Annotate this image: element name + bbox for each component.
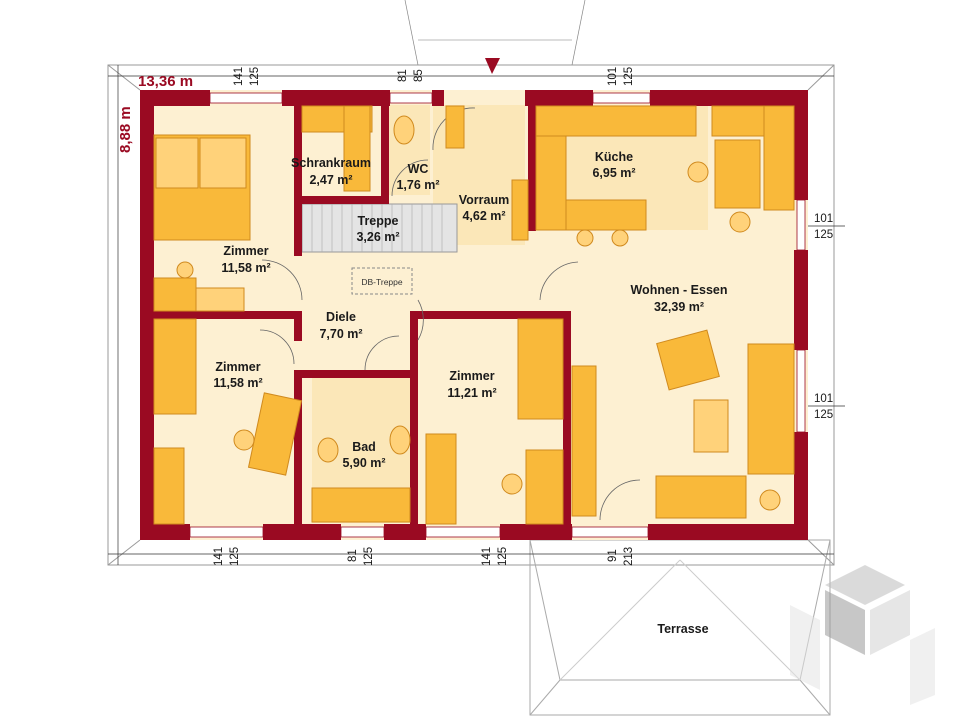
dim-label: 101 [814,213,833,225]
dim-label: 81 [347,549,359,562]
dim-label: 91 [607,549,619,562]
walls [140,90,808,540]
room-area: 11,58 m² [213,376,262,390]
dimension-lines [108,65,845,565]
room-name: Wohnen - Essen [630,283,727,297]
dim-label: 125 [249,67,261,86]
dim-label: 125 [229,547,241,566]
dim-label: 141 [233,67,245,86]
room-name: Schrankraum [291,156,371,170]
dim-label: 125 [363,547,375,566]
room-name: Zimmer [449,369,494,383]
terrace [529,539,831,716]
dim-label: 125 [497,547,509,566]
room-name: Bad [352,440,376,454]
dim-label: 141 [213,547,225,566]
room-name: Zimmer [215,360,260,374]
dim-label: 141 [481,547,493,566]
logo-watermark [790,565,935,705]
room-area: 11,58 m² [221,261,270,275]
dimension-labels: 13,36 m 8,88 m 141 125 81 85 101 125 101… [117,67,833,566]
dim-label: 85 [413,69,425,82]
room-area: 6,95 m² [592,166,635,180]
room-name: Vorraum [459,193,509,207]
room-name: DB-Treppe [361,277,403,287]
furniture [153,105,795,525]
staircase [301,203,458,295]
room-area: 1,76 m² [396,178,439,192]
room-area: 5,90 m² [342,456,385,470]
windows [189,92,806,538]
room-name: WC [408,162,429,176]
dim-label: 101 [607,67,619,86]
room-area: 32,39 m² [654,300,704,314]
dim-label: 81 [397,69,409,82]
room-name: Terrasse [657,622,708,636]
room-area: 4,62 m² [462,209,505,223]
north-arrow-icon [485,58,500,74]
dim-label: 125 [623,67,635,86]
doors [259,107,641,521]
room-area: 3,26 m² [356,230,399,244]
dim-label: 125 [814,229,833,241]
depth-dimension: 8,88 m [117,106,134,153]
dim-label: 101 [814,393,833,405]
dim-label: 213 [623,547,635,566]
room-name: Küche [595,150,633,164]
room-name: Zimmer [223,244,268,258]
dim-label: 125 [814,409,833,421]
room-labels: Schrankraum 2,47 m² WC 1,76 m² Vorraum 4… [213,150,727,636]
room-area: 2,47 m² [309,173,352,187]
room-area: 11,21 m² [447,386,496,400]
room-name: Diele [326,310,356,324]
width-dimension: 13,36 m [138,73,193,90]
room-name: Treppe [358,214,399,228]
room-area: 7,70 m² [319,327,362,341]
